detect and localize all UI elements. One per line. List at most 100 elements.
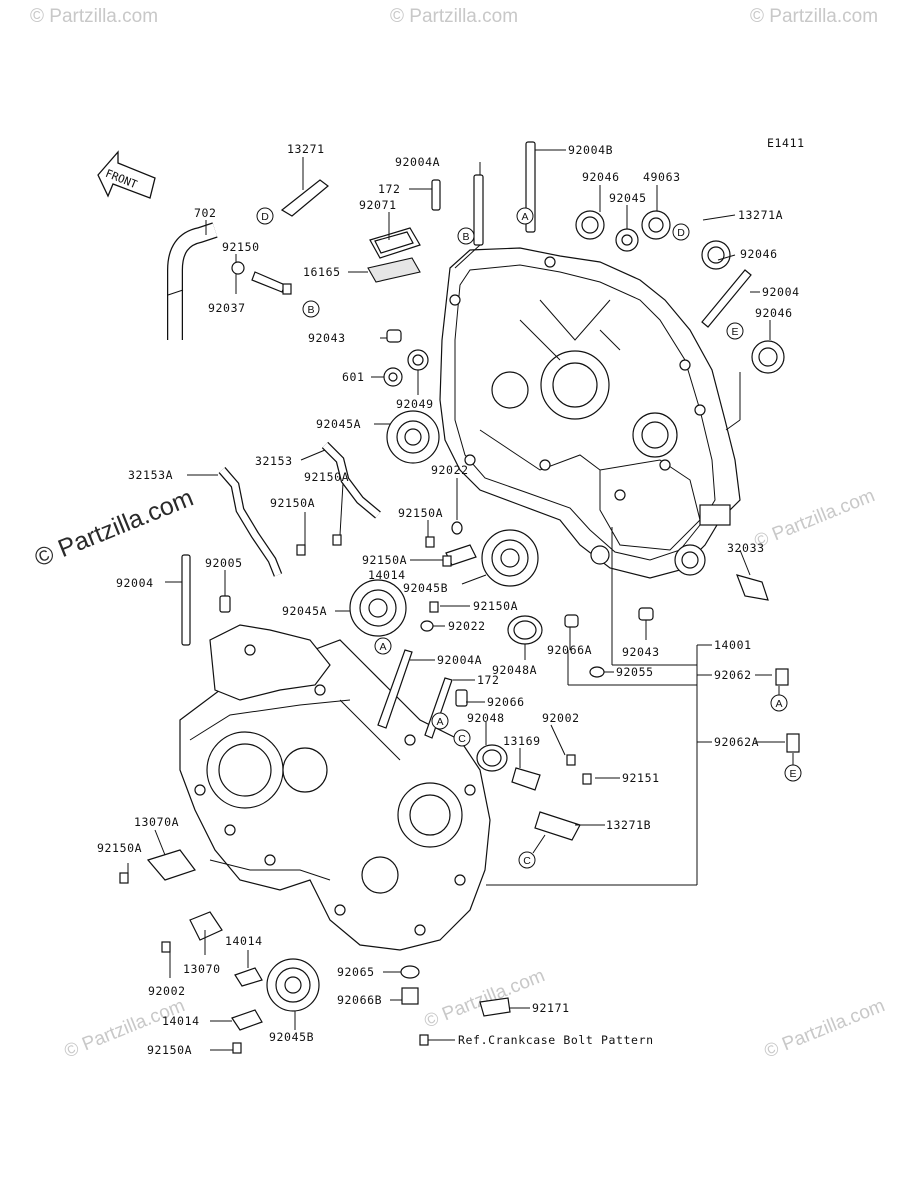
- leader-lines: [127, 149, 785, 1051]
- front-arrow-icon: FRONT: [97, 150, 156, 199]
- plug-92066B: [401, 987, 419, 1005]
- bolt-92002-b: [161, 941, 171, 953]
- plug-92062A: [786, 733, 800, 753]
- label-14014-b: 14014: [225, 934, 263, 948]
- bolt-92150A-g: [232, 1042, 242, 1054]
- seal-92048A: [507, 615, 543, 645]
- label-92066: 92066: [487, 695, 525, 709]
- stud-92004-right: [701, 269, 752, 328]
- bolt-92151: [582, 773, 592, 785]
- ref-marker-e-2: E: [784, 764, 802, 782]
- label-172-mid: 172: [477, 673, 500, 687]
- bearing-92045A-b: [349, 579, 407, 637]
- label-92005: 92005: [205, 556, 243, 570]
- label-702: 702: [194, 206, 217, 220]
- svg-text:A: A: [521, 211, 528, 223]
- seal-92049: [407, 349, 429, 371]
- plate-13070: [189, 911, 223, 941]
- pipe-32153A: [218, 467, 283, 577]
- label-92071: 92071: [359, 198, 397, 212]
- label-92055: 92055: [616, 665, 654, 679]
- label-92045b-a: 92045B: [403, 581, 448, 595]
- svg-text:E: E: [789, 768, 796, 780]
- label-32033: 32033: [727, 541, 765, 555]
- label-16165: 16165: [303, 265, 341, 279]
- label-14001: 14001: [714, 638, 752, 652]
- bolt-92150A-d: [442, 555, 452, 567]
- label-92049: 92049: [396, 397, 434, 411]
- label-92004b: 92004B: [568, 143, 613, 157]
- bracket-14014-b: [234, 967, 263, 987]
- label-92004a-mid: 92004A: [437, 653, 482, 667]
- label-92048: 92048: [467, 711, 505, 725]
- lower-crankcase: [179, 624, 491, 951]
- label-92065: 92065: [337, 965, 375, 979]
- label-92046-a: 92046: [582, 170, 620, 184]
- label-172-top: 172: [378, 182, 401, 196]
- bearing-92045B-b: [266, 958, 320, 1012]
- label-13169: 13169: [503, 734, 541, 748]
- bolt-ref: [419, 1034, 429, 1046]
- label-14014-c: 14014: [162, 1014, 200, 1028]
- svg-text:A: A: [775, 698, 782, 710]
- label-92045: 92045: [609, 191, 647, 205]
- stud-92004A-top: [473, 174, 484, 246]
- ref-marker-a-4: A: [770, 694, 788, 712]
- pipe-32153: [321, 441, 381, 519]
- label-92066b: 92066B: [337, 993, 382, 1007]
- bearing-92045: [615, 228, 639, 252]
- bolt-92150A-a: [296, 544, 306, 556]
- dowel-92043-a: [386, 329, 402, 343]
- plate-13070A: [146, 849, 196, 881]
- label-92045a-a: 92045A: [316, 417, 361, 431]
- ref-markers: D B B A D E A A C A E C: [256, 207, 802, 869]
- svg-text:C: C: [523, 855, 531, 867]
- ref-marker-b-1: B: [302, 300, 320, 318]
- seal-601: [383, 367, 403, 387]
- ref-marker-d-1: D: [256, 207, 274, 225]
- svg-text:A: A: [436, 716, 443, 728]
- label-92150a-d: 92150A: [362, 553, 407, 567]
- label-92004a-top: 92004A: [395, 155, 440, 169]
- plug-92062: [775, 668, 789, 686]
- bracket-13169: [511, 767, 541, 791]
- label-14014-a: 14014: [368, 568, 406, 582]
- bearing-92046-b: [701, 240, 731, 270]
- washer-92022-a: [451, 521, 463, 535]
- bolt-92150A-b: [332, 534, 342, 546]
- dowel-92043-b: [638, 607, 654, 621]
- label-92002-a: 92002: [542, 711, 580, 725]
- label-92004-right: 92004: [762, 285, 800, 299]
- label-92022-b: 92022: [448, 619, 486, 633]
- svg-text:C: C: [458, 733, 466, 745]
- watermark-top-left: © Partzilla.com: [30, 6, 158, 27]
- bracket-13271B: [534, 811, 581, 841]
- ref-marker-a-3: A: [431, 712, 449, 730]
- label-92046-c: 92046: [755, 306, 793, 320]
- watermark-top-right: © Partzilla.com: [750, 6, 878, 27]
- ref-marker-a-1: A: [516, 207, 534, 225]
- ref-marker-b-2: B: [457, 227, 475, 245]
- callout-labels: 13271 702 92150 92037 92004A 172 92071 1…: [97, 142, 800, 1057]
- label-13271b: 13271B: [606, 818, 651, 832]
- label-92171: 92171: [532, 1001, 570, 1015]
- label-92022-a: 92022: [431, 463, 469, 477]
- label-13070a: 13070A: [134, 815, 179, 829]
- ref-marker-d-2: D: [672, 223, 690, 241]
- bolt-92150A-c: [425, 536, 435, 548]
- small-parts: [119, 141, 800, 1054]
- washer-92022-b: [420, 620, 434, 632]
- label-13070: 13070: [183, 962, 221, 976]
- bracket-14014-c: [231, 1009, 263, 1031]
- svg-text:B: B: [462, 231, 469, 243]
- bearing-92046-a: [575, 210, 605, 240]
- bearing-92045A-a: [386, 410, 440, 464]
- watermark-top-center: © Partzilla.com: [390, 6, 518, 27]
- label-92150a-f: 92150A: [97, 841, 142, 855]
- bolt-92150A-e: [429, 601, 439, 613]
- label-49063: 49063: [643, 170, 681, 184]
- label-13271a: 13271A: [738, 208, 783, 222]
- stud-92004A-mid: [377, 649, 413, 729]
- svg-text:B: B: [307, 304, 314, 316]
